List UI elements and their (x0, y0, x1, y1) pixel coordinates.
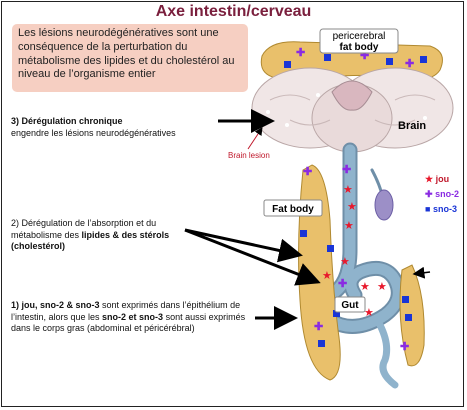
svg-text:★: ★ (364, 307, 374, 319)
note-1-sno: sno-2 et sno-3 (102, 311, 164, 322)
gut-label-box (334, 296, 366, 313)
note-1: 1) jou, sno-2 & sno-3 sont exprimés dans… (11, 300, 251, 335)
note-3: 3) Dérégulation chronique engendre les l… (11, 116, 221, 139)
svg-text:★: ★ (347, 201, 357, 213)
svg-text:✚: ✚ (360, 50, 369, 62)
figure-title: Axe intestin/cerveau (155, 3, 312, 20)
brain-label: Brain (398, 120, 426, 132)
note-1-text-d: sont aussi exprimés dans le corps gras (… (11, 311, 246, 334)
note-3-text: engendre les lésions neurodégénératives (11, 127, 176, 138)
brain-lesion-label: Brain lesion (228, 151, 270, 160)
arrows (184, 109, 431, 330)
note-2-sterols: des stérols (cholestérol) (11, 229, 170, 252)
svg-text:★: ★ (377, 281, 387, 293)
svg-text:★: ★ (322, 270, 332, 282)
note-3-heading: 3) Dérégulation chronique (11, 116, 123, 126)
pericerebral-label-box (319, 28, 399, 54)
svg-text:✚: ✚ (314, 321, 323, 333)
note-1-text-b: sont exprimés dans l’épithélium de l’int… (11, 300, 241, 322)
abdominal-fat-body (298, 164, 341, 381)
brain-lesion-arrow (247, 127, 263, 150)
legend-sno2: ✚ sno-2 (425, 189, 459, 200)
svg-text:★: ★ (360, 281, 370, 293)
legend-sno2-icon: ✚ (425, 189, 433, 199)
sno2-markers: ✚ ✚ ✚ ✚ ✚ ✚ ✚ ✚ (296, 47, 414, 353)
note-1-genes: 1) jou, sno-2 & sno-3 (11, 300, 100, 310)
svg-text:✚: ✚ (400, 341, 409, 353)
pericerebral-label: pericerebral (333, 31, 386, 42)
legend-sno3: ■ sno-3 (425, 204, 457, 214)
pericerebral-fat-label: fat body (340, 42, 379, 53)
legend-sno2-label: sno-2 (435, 189, 460, 199)
svg-text:★: ★ (340, 256, 350, 268)
intro-box: Les lésions neurodégénératives sont une … (12, 24, 248, 92)
svg-text:✚: ✚ (296, 47, 305, 59)
svg-text:★: ★ (344, 220, 354, 232)
gut-label: Gut (341, 300, 359, 311)
svg-text:★: ★ (343, 184, 353, 196)
legend-jou-icon: ★ (425, 174, 434, 184)
side-fat-body (399, 264, 425, 367)
legend-jou: ★ jou (425, 174, 449, 185)
jou-markers: ★ ★ ★ ★ ★ ★ ★ ★ (322, 184, 387, 319)
svg-text:✚: ✚ (405, 58, 414, 70)
sno3-markers (284, 54, 427, 347)
svg-text:✚: ✚ (342, 164, 351, 176)
note-2-lipids: lipides & (81, 229, 120, 240)
svg-text:✚: ✚ (338, 278, 347, 290)
fat-body-label-box (263, 199, 323, 217)
fat-body-label: Fat body (272, 204, 314, 215)
note-2-text-a: 2) Dérégulation de l’absorption et du mé… (11, 218, 157, 240)
legend-sno3-icon: ■ (425, 204, 431, 214)
note-2: 2) Dérégulation de l’absorption et du mé… (11, 218, 181, 253)
legend-sno3-label: sno-3 (432, 204, 457, 214)
legend-jou-label: jou (435, 174, 450, 184)
brain (251, 67, 454, 153)
svg-text:✚: ✚ (303, 166, 312, 178)
